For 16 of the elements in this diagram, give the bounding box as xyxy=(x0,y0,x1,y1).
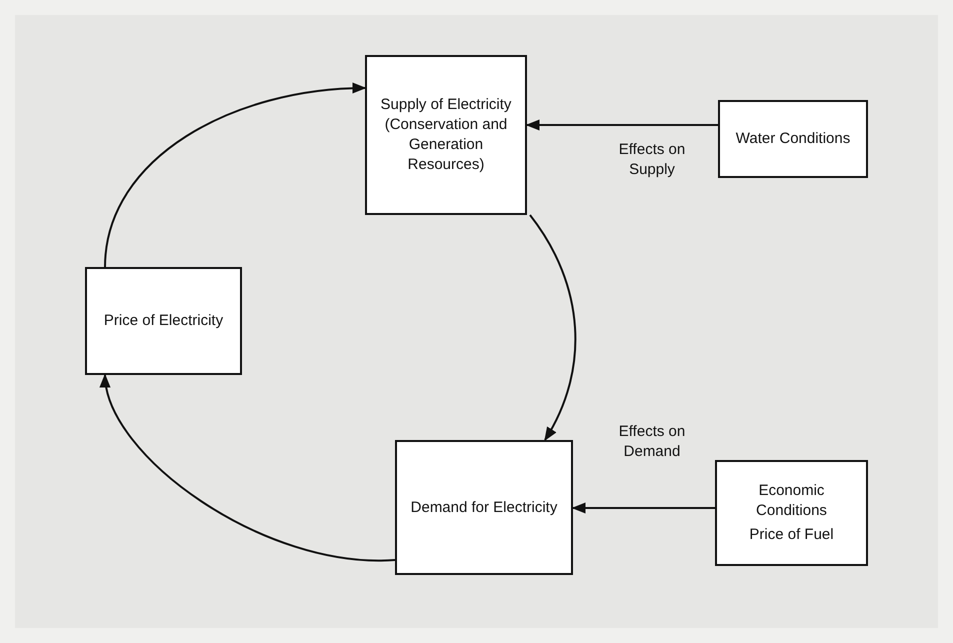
box-text: Economic Conditions xyxy=(755,481,828,521)
process-box xyxy=(365,55,527,215)
arrow xyxy=(526,119,718,131)
box-text: Water Conditions xyxy=(736,129,850,149)
arrow xyxy=(572,502,715,514)
arrow xyxy=(101,374,395,561)
box-text: Price of Fuel xyxy=(749,525,834,545)
process-box xyxy=(715,460,868,566)
process-box xyxy=(85,267,242,375)
box-text: Price of Electricity xyxy=(104,311,224,331)
process-box xyxy=(395,440,573,575)
arrow xyxy=(104,82,366,268)
arrow xyxy=(529,214,576,442)
box-text: Supply of Electricity (Conservation and Generation Resources) xyxy=(380,95,512,175)
process-box xyxy=(718,100,868,178)
box-text: Demand for Electricity xyxy=(410,498,558,518)
